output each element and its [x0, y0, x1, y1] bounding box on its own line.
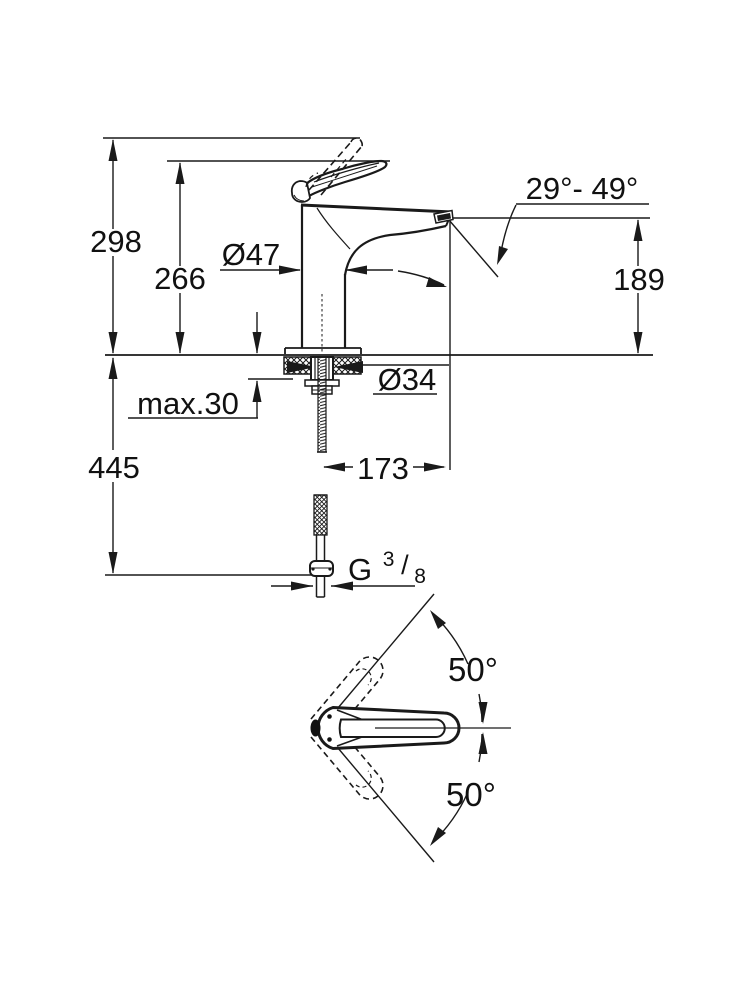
- dim-266-label: 266: [154, 261, 206, 296]
- hose-thread-tail: [315, 576, 326, 598]
- dim-445-label: 445: [88, 450, 140, 485]
- arrow-d47-left: [279, 265, 301, 275]
- arrow-max30-up: [252, 380, 262, 402]
- handle-swivel-dashed-up: [310, 656, 384, 737]
- thread-denominator: 8: [414, 565, 426, 588]
- extension-lines: [103, 137, 653, 576]
- faucet-side-view: [284, 137, 454, 354]
- handle-top-taper-lines: [336, 709, 363, 747]
- swivel-arc-down-outer: [431, 791, 469, 844]
- swivel-arc-up-inner: [478, 693, 483, 723]
- swivel-line-up: [326, 593, 435, 722]
- lever-raised-dashed: [305, 137, 364, 196]
- dim-298-label: 298: [90, 224, 142, 259]
- arrow-173-left: [323, 462, 345, 472]
- threaded-rod: [317, 356, 327, 453]
- supply-hose-tube-upper: [315, 535, 326, 561]
- dim-thread-label: G 3 / 8: [348, 538, 426, 588]
- handle-dashed-up-cap: [355, 668, 372, 686]
- arrow-swivel-up-axis: [478, 702, 488, 724]
- arrow-stream-rotate: [426, 277, 447, 287]
- body-blend-curve: [316, 207, 351, 250]
- dim-max30-label: max.30: [137, 386, 239, 421]
- stream-rotate-arc: [397, 270, 445, 286]
- swivel-arcs: [431, 612, 483, 844]
- hose-fitting-dot-left: [311, 567, 315, 571]
- flange-wing-left: [283, 356, 312, 375]
- arrow-189-top: [633, 219, 643, 241]
- arrow-g38-right: [331, 581, 353, 591]
- swivel-arc-up-outer: [431, 612, 469, 665]
- arrow-g38-left: [291, 581, 313, 591]
- dim-d47-label: Ø47: [222, 237, 281, 272]
- lever-inner-line-2: [311, 165, 378, 188]
- handle-pivot-dot-top: [327, 714, 332, 719]
- handle-swivel-dashed-down: [310, 719, 384, 800]
- swivel-line-down: [326, 734, 435, 863]
- lever-base-detail: [293, 194, 305, 202]
- arrow-d47-right: [345, 265, 367, 275]
- handle-dashed-down-cap: [355, 770, 372, 788]
- thread-prefix: G: [348, 552, 372, 587]
- swivel-arc-down-inner: [478, 733, 483, 763]
- spout-underside: [343, 224, 447, 276]
- arrow-298-top: [108, 139, 118, 161]
- flange-wing-right: [332, 356, 362, 375]
- arrow-298-bottom: [108, 332, 118, 354]
- arrow-266-bottom: [175, 332, 185, 354]
- spout-angle-arc: [500, 204, 517, 253]
- handle-pivot-dot-bottom: [327, 737, 332, 742]
- spout-top-edge: [300, 203, 453, 214]
- dim-angle-range-label: 29°- 49°: [526, 171, 639, 206]
- handle-pivot-slot: [310, 719, 321, 737]
- lever-inner-line-1: [313, 162, 380, 183]
- aerator-insert: [437, 213, 451, 221]
- dim-d34-label: Ø34: [378, 362, 437, 397]
- arrow-445-top: [108, 357, 118, 379]
- supply-hose-braided: [313, 494, 328, 536]
- arrow-swivel-down-axis: [478, 732, 488, 754]
- thread-numerator: 3: [383, 548, 395, 571]
- arrow-max30-down: [252, 332, 262, 354]
- base-plate: [284, 347, 362, 354]
- hose-fitting-dot-right: [328, 567, 332, 571]
- mounting-assembly: [283, 356, 362, 598]
- dimension-lines: [112, 140, 639, 587]
- handle-dashed-up-outline: [310, 656, 384, 737]
- thread-slash: /: [401, 550, 409, 580]
- dim-173-label: 173: [357, 451, 409, 486]
- arrow-189-bottom: [633, 332, 643, 354]
- arrow-445-bottom: [108, 552, 118, 574]
- arrow-173-right: [424, 462, 446, 472]
- dim-swivel-down-label: 50°: [446, 776, 496, 813]
- lever-raised-base-arc: [305, 172, 319, 188]
- lever-raised-tip-cap: [350, 137, 364, 148]
- spout-stream-line: [448, 219, 499, 278]
- dimension-labels: 298 266 Ø47 29°- 49° 189 max.30 Ø34 445 …: [88, 171, 665, 813]
- handle-dashed-down-outline: [310, 719, 384, 800]
- lever-raised-inner: [330, 157, 348, 178]
- handle-top-view: [310, 593, 511, 863]
- lever-base-boss: [290, 180, 311, 203]
- dim-189-label: 189: [613, 262, 665, 297]
- dim-swivel-up-label: 50°: [448, 651, 498, 688]
- arrow-spout-angle: [497, 246, 508, 265]
- mounting-nut-facets: [314, 357, 330, 380]
- arrow-266-top: [175, 162, 185, 184]
